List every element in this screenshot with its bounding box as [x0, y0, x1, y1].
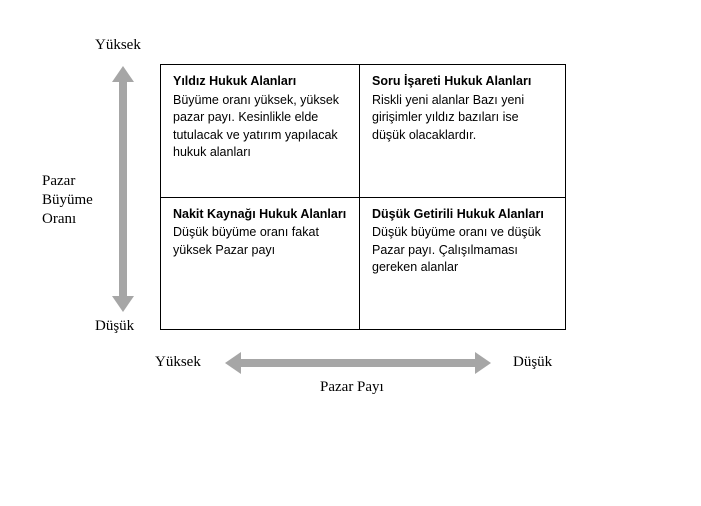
x-axis-title: Pazar Payı	[320, 379, 384, 395]
quadrant-stars-body: Büyüme oranı yüksek, yüksek pazar payı. …	[173, 92, 340, 160]
quadrant-stars-title: Yıldız Hukuk Alanları	[173, 74, 297, 88]
quadrant-cash-cows-body: Düşük büyüme oranı fakat yüksek Pazar pa…	[173, 225, 319, 257]
quadrant-dogs-title: Düşük Getirili Hukuk Alanları	[372, 206, 544, 221]
arrow-down-icon	[112, 296, 134, 312]
quadrant-stars: Yıldız Hukuk Alanları Büyüme oranı yükse…	[161, 65, 360, 198]
vertical-axis-arrow	[112, 66, 134, 312]
arrow-up-icon	[112, 66, 134, 82]
arrow-left-icon	[225, 352, 241, 374]
matrix-grid: Yıldız Hukuk Alanları Büyüme oranı yükse…	[160, 64, 566, 330]
horizontal-arrow-shaft	[239, 359, 477, 367]
x-axis-high-label: Yüksek	[155, 354, 201, 370]
quadrant-question-marks-body: Riskli yeni alanlar Bazı yeni girişimler…	[372, 92, 525, 142]
arrow-right-icon	[475, 352, 491, 374]
vertical-arrow-shaft	[119, 80, 127, 298]
y-axis-title: Pazar Büyüme Oranı	[42, 173, 93, 227]
quadrant-dogs-body: Düşük büyüme oranı ve düşük Pazar payı. …	[372, 225, 541, 275]
quadrant-question-marks-title: Soru İşareti Hukuk Alanları	[372, 74, 532, 88]
quadrant-question-marks: Soru İşareti Hukuk Alanları Riskli yeni …	[360, 65, 565, 198]
quadrant-cash-cows-title: Nakit Kaynağı Hukuk Alanları	[173, 206, 347, 221]
quadrant-dogs: Düşük Getirili Hukuk Alanları Düşük büyü…	[360, 198, 565, 329]
y-axis-high-label: Yüksek	[95, 37, 141, 53]
quadrant-cash-cows: Nakit Kaynağı Hukuk Alanları Düşük büyüm…	[161, 197, 360, 329]
horizontal-axis-arrow	[225, 352, 491, 374]
y-axis-low-label: Düşük	[95, 318, 135, 334]
x-axis-low-label: Düşük	[513, 354, 553, 370]
